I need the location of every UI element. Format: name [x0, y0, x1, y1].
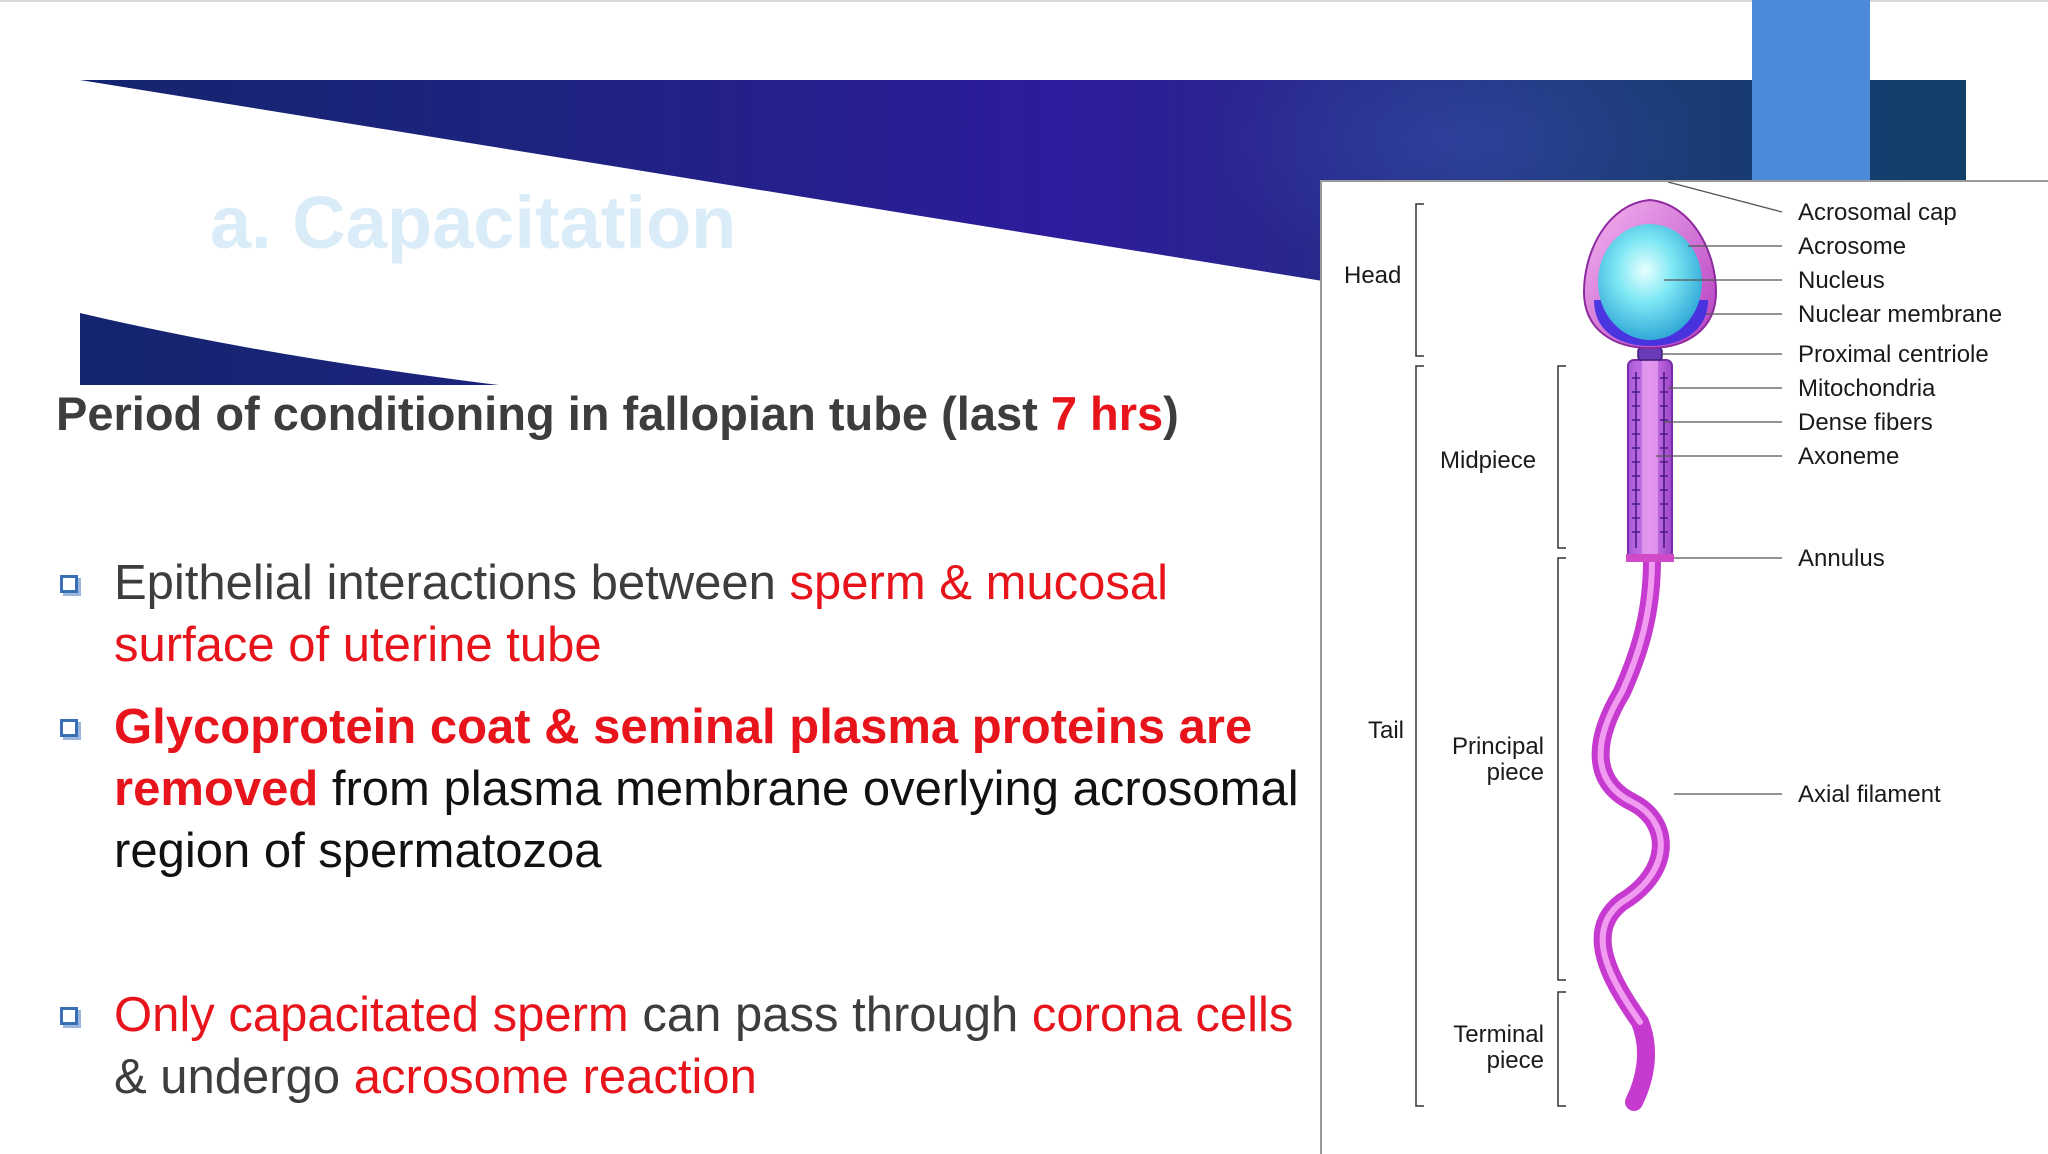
checkbox-bullet-icon — [60, 1007, 78, 1025]
region-label-tail: Tail — [1368, 717, 1404, 744]
top-rule — [0, 0, 2048, 2]
axial-filament-line — [1597, 557, 1664, 1025]
accent-bar — [1752, 0, 1870, 184]
sperm-tail — [1591, 551, 1670, 1111]
proximal-centriole-shape — [1637, 347, 1663, 361]
region-brackets — [1415, 203, 1566, 1107]
bullet-3-part-1: Only capacitated sperm — [114, 988, 629, 1042]
label-nuclear-membrane: Nuclear membrane — [1798, 301, 2002, 328]
bullet-text-2: Glycoprotein coat & seminal plasma prote… — [114, 696, 1326, 882]
bullet-1-part-1: Epithelial interactions between — [114, 556, 790, 610]
slide-subtitle: Period of conditioning in fallopian tube… — [56, 386, 1179, 441]
checkbox-bullet-icon — [60, 719, 78, 737]
bullet-item-2: Glycoprotein coat & seminal plasma prote… — [56, 696, 1326, 882]
bullet-3-part-2: can pass through — [628, 988, 1032, 1042]
bullet-item-3: Only capacitated sperm can pass through … — [56, 984, 1326, 1108]
bullet-text-3: Only capacitated sperm can pass through … — [114, 984, 1326, 1108]
region-label-terminal-1: Terminal — [1453, 1021, 1544, 1048]
mitochondria-pattern — [1632, 372, 1668, 548]
slide-title: a. Capacitation — [210, 181, 737, 264]
sperm-diagram-svg: Head Tail Midpiece Principal piece Termi… — [1344, 182, 2002, 1111]
bullet-2-part-2: from plasma membrane overlying acrosomal… — [114, 762, 1299, 878]
subtitle-highlight: 7 hrs — [1050, 387, 1164, 440]
bullet-1-part-2: sperm & mucosal surface of uterine tube — [114, 556, 1169, 672]
leader-lines — [1656, 182, 1783, 795]
region-label-principal-1: Principal — [1452, 733, 1544, 760]
bullet-item-1: Epithelial interactions between sperm & … — [56, 552, 1326, 676]
bullet-3-part-3: corona cells — [1031, 988, 1294, 1042]
label-acrosome: Acrosome — [1798, 233, 1906, 260]
bullet-text-1: Epithelial interactions between sperm & … — [114, 552, 1326, 676]
region-label-principal-2: piece — [1487, 759, 1544, 786]
bullet-3-part-5: acrosome reaction — [353, 1050, 757, 1104]
region-label-midpiece: Midpiece — [1440, 447, 1536, 474]
label-axoneme: Axoneme — [1798, 443, 1899, 470]
bullet-2-part-1: Glycoprotein coat & seminal plasma prote… — [114, 700, 1253, 816]
label-proximal-centriole: Proximal centriole — [1798, 341, 1989, 368]
sperm-diagram: Head Tail Midpiece Principal piece Termi… — [1320, 180, 2048, 1154]
subtitle-tail: ) — [1163, 387, 1179, 440]
region-label-terminal-2: piece — [1487, 1047, 1544, 1074]
bullet-3-part-4: & undergo — [114, 1050, 354, 1104]
label-annulus: Annulus — [1798, 545, 1885, 572]
region-label-head: Head — [1344, 262, 1401, 289]
axoneme-core — [1642, 360, 1658, 558]
label-dense-fibers: Dense fibers — [1798, 409, 1933, 436]
subtitle-lead: Period of conditioning in fallopian tube… — [56, 387, 1051, 440]
annulus-ring — [1626, 554, 1674, 562]
label-nucleus: Nucleus — [1798, 267, 1885, 294]
label-mitochondria: Mitochondria — [1798, 375, 1936, 402]
nucleus-shape — [1598, 224, 1702, 340]
checkbox-bullet-icon — [60, 575, 78, 593]
label-axial-filament: Axial filament — [1798, 781, 1941, 808]
label-acrosomal-cap: Acrosomal cap — [1798, 199, 1957, 226]
